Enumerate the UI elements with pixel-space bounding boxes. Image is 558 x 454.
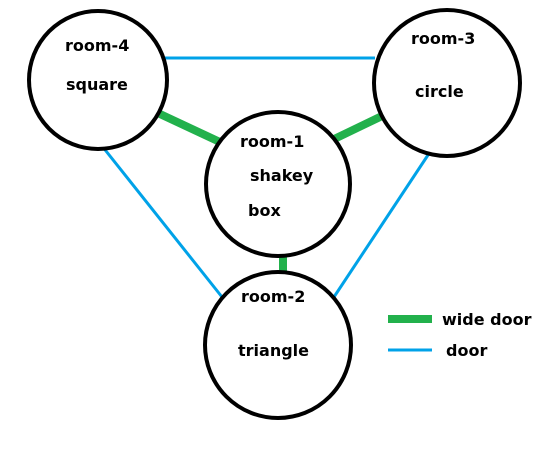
room-1-shape-label-line-2: box xyxy=(248,201,281,220)
room-3-shape-label: circle xyxy=(415,82,464,101)
room-1-title: room-1 xyxy=(240,132,304,151)
room-4-node: room-4 square xyxy=(27,9,169,151)
room-2-node: room-2 triangle xyxy=(203,270,353,420)
room-4-title: room-4 xyxy=(65,36,129,55)
legend-door-label: door xyxy=(446,341,487,360)
room-1-outline xyxy=(204,110,352,258)
room-3-outline xyxy=(372,8,522,158)
room-2-outline xyxy=(203,270,353,420)
room-3-title: room-3 xyxy=(411,29,475,48)
room-2-shape-label: triangle xyxy=(238,341,309,360)
room-1-shape-label-line-1: shakey xyxy=(250,166,314,185)
legend-wide-door-label: wide door xyxy=(442,310,532,329)
room-2-title: room-2 xyxy=(241,287,305,306)
door-room4-room2 xyxy=(100,145,224,298)
room-1-node: room-1 shakey box xyxy=(204,110,352,258)
room-3-node: room-3 circle xyxy=(372,8,522,158)
wide-door-room4-room1 xyxy=(158,110,224,147)
door-room3-room2 xyxy=(328,151,432,304)
room-4-outline xyxy=(27,9,169,151)
legend: wide door door xyxy=(388,310,532,360)
room-4-shape-label: square xyxy=(66,75,128,94)
wide-door-room3-room1 xyxy=(326,112,384,146)
